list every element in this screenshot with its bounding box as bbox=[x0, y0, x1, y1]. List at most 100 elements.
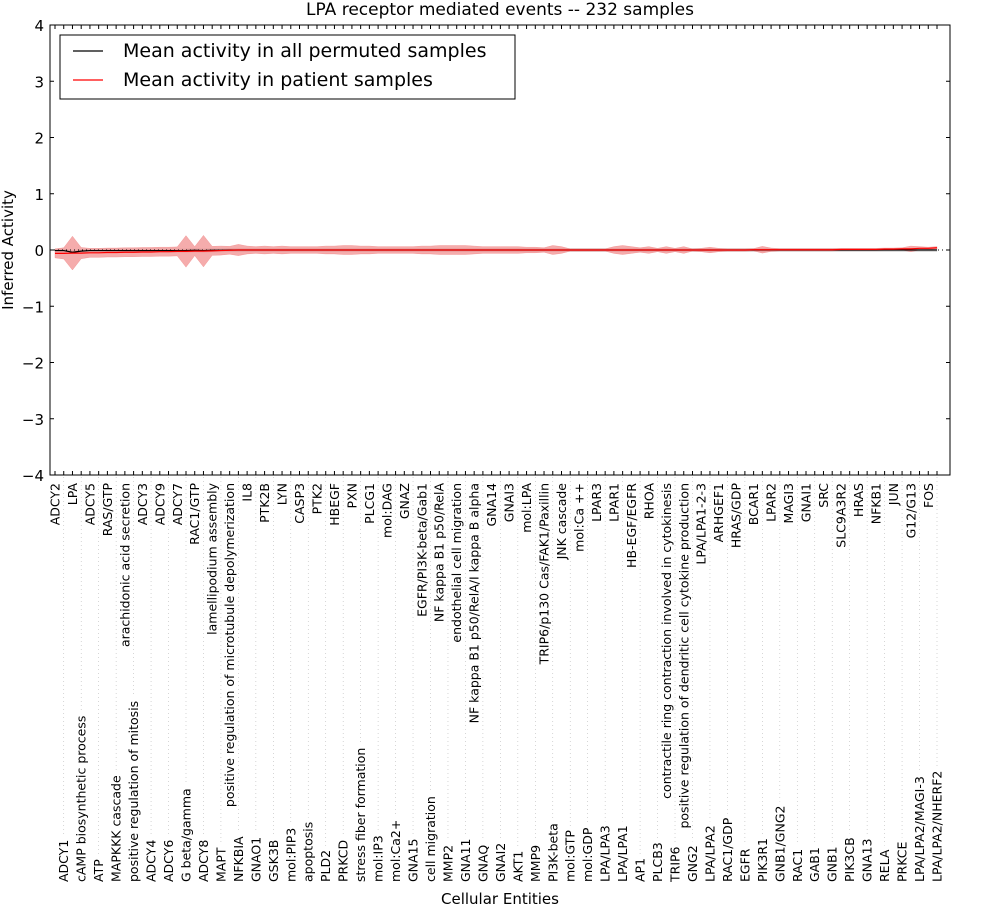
x-tick-label: apoptosis bbox=[301, 822, 316, 882]
x-tick-label: SLC9A3R2 bbox=[833, 483, 848, 548]
x-tick-label: GNB1 bbox=[825, 846, 840, 882]
x-tick-label: ADCY7 bbox=[170, 483, 185, 525]
x-tick-label: ADCY6 bbox=[161, 840, 176, 882]
x-tick-label: LPA/LPA1 bbox=[615, 825, 630, 882]
x-tick-label: RAC1 bbox=[790, 849, 805, 882]
legend-patient-label: Mean activity in patient samples bbox=[123, 69, 433, 91]
y-tick-label: 0 bbox=[34, 242, 44, 260]
x-tick-label: stress fiber formation bbox=[353, 748, 368, 882]
x-tick-label: TRIP6 bbox=[668, 846, 683, 883]
x-tick-label: G beta/gamma bbox=[178, 788, 193, 882]
x-tick-label: cell migration bbox=[423, 796, 438, 882]
x-tick-label: AKT1 bbox=[510, 851, 525, 882]
x-tick-label: ADCY9 bbox=[152, 483, 167, 525]
x-tick-label: PLCG1 bbox=[362, 483, 377, 524]
axes-frame bbox=[49, 24, 951, 476]
x-tick-label: HBEGF bbox=[327, 483, 342, 526]
x-tick-label: MMP2 bbox=[440, 845, 455, 882]
x-tick-label: positive regulation of dendritic cell cy… bbox=[676, 483, 691, 829]
x-tick-label: PIK3R1 bbox=[755, 838, 770, 882]
x-tick-label: mol:GDP bbox=[580, 827, 595, 882]
x-tick-label: ADCY8 bbox=[196, 840, 211, 882]
x-tick-label: positive regulation of microtubule depol… bbox=[222, 483, 237, 807]
x-tick-label: NF kappa B1 p50/RelA/I kappa B alpha bbox=[467, 483, 482, 723]
x-tick-label: mol:LPA bbox=[519, 483, 534, 533]
x-tick-label: SRC bbox=[816, 483, 831, 508]
y-tick-label: 3 bbox=[34, 73, 44, 91]
y-tick-label: 1 bbox=[34, 186, 44, 204]
plot-area: −4 −3 −2 −1 0 1 2 3 4 bbox=[22, 17, 950, 485]
x-tick-label: LPAR1 bbox=[606, 483, 621, 522]
x-tick-label: cAMP biosynthetic process bbox=[74, 716, 89, 882]
x-tick-label: arachidonic acid secretion bbox=[117, 483, 132, 647]
x-tick-label: positive regulation of mitosis bbox=[126, 701, 141, 882]
x-tick-label: PIK3CB bbox=[842, 837, 857, 882]
x-tick-label: mol:GTP bbox=[563, 830, 578, 882]
x-tick-label: mol:DAG bbox=[379, 483, 394, 538]
y-axis-label: Inferred Activity bbox=[0, 190, 17, 310]
x-tick-label: MAGI3 bbox=[781, 483, 796, 523]
x-tick-label: contractile ring contraction involved in… bbox=[659, 483, 674, 799]
legend-box bbox=[59, 34, 516, 100]
x-tick-label: GNA14 bbox=[484, 483, 499, 527]
y-tick-label: −4 bbox=[22, 467, 44, 485]
patient-mean-line bbox=[55, 247, 938, 254]
y-tick-label: 4 bbox=[34, 17, 44, 35]
x-tick-label: ADCY2 bbox=[48, 483, 63, 525]
x-tick-label: BCAR1 bbox=[746, 483, 761, 525]
x-tick-label: GNB1/GNG2 bbox=[772, 806, 787, 882]
x-tick-label: MMP9 bbox=[528, 845, 543, 882]
legend-permuted-label: Mean activity in all permuted samples bbox=[123, 40, 486, 62]
y-tick-label: −1 bbox=[22, 298, 44, 316]
x-tick-label: RAS/GTP bbox=[100, 483, 115, 537]
x-tick-label: GNAO1 bbox=[248, 837, 263, 882]
x-tick-label: LYN bbox=[275, 483, 290, 505]
x-tick-label: LPA/LPA2/NHERF2 bbox=[930, 771, 945, 882]
chart-title: LPA receptor mediated events -- 232 samp… bbox=[306, 0, 694, 20]
x-tick-label: NFKBIA bbox=[231, 836, 246, 882]
x-tick-label: LPA/LPA2/MAGI-3 bbox=[912, 776, 927, 882]
y-tick-label: −3 bbox=[22, 411, 44, 429]
x-tick-label: LPAR2 bbox=[764, 483, 779, 522]
x-tick-label: endothelial cell migration bbox=[449, 483, 464, 643]
x-tick-label: IL8 bbox=[240, 483, 255, 502]
x-tick-label: RELA bbox=[877, 849, 892, 882]
x-tick-label: GNA13 bbox=[860, 839, 875, 883]
x-tick-label: GNAI1 bbox=[799, 483, 814, 522]
x-tick-label: mol:Ca2+ bbox=[388, 820, 403, 882]
y-tick-label: 2 bbox=[34, 130, 44, 148]
x-axis-label: Cellular Entities bbox=[441, 890, 559, 908]
x-tick-label: G12/G13 bbox=[903, 483, 918, 538]
x-tick-label: GNAQ bbox=[475, 845, 490, 882]
x-tick-label: FOS bbox=[921, 483, 936, 508]
x-tick-label: HB-EGF/EGFR bbox=[624, 483, 639, 568]
x-tick-label: LPA bbox=[65, 483, 80, 506]
x-tick-label: AP1 bbox=[633, 858, 648, 882]
x-tick-label: PRKCE bbox=[895, 842, 910, 882]
x-tick-label: LPA/LPA2 bbox=[702, 825, 717, 882]
x-tick-label: GNA11 bbox=[458, 839, 473, 883]
x-tick-label: LPA/LPA1-2-3 bbox=[694, 483, 709, 565]
x-tick-label: TRIP6/p130 Cas/FAK1/Paxillin bbox=[537, 483, 552, 665]
patient-spread-band bbox=[54, 234, 938, 271]
x-tick-label: NFKB1 bbox=[868, 483, 883, 524]
x-tick-label: GNAZ bbox=[397, 483, 412, 519]
x-tick-label: PLCB3 bbox=[650, 842, 665, 882]
x-tick-label: MAPKKK cascade bbox=[109, 775, 124, 882]
y-tick-label: −2 bbox=[22, 355, 44, 373]
x-tick-label: RAC1/GTP bbox=[187, 483, 202, 545]
x-tick-label: JUN bbox=[886, 483, 901, 506]
x-tick-label: ADCY3 bbox=[135, 483, 150, 525]
x-tick-label: PTK2B bbox=[257, 483, 272, 523]
x-tick-label: GAB1 bbox=[807, 847, 822, 882]
x-tick-label: EGFR/PI3K-beta/Gab1 bbox=[414, 483, 429, 617]
x-tick-label: mol:Ca ++ bbox=[571, 483, 586, 552]
x-tick-label: GNAI2 bbox=[493, 843, 508, 882]
x-tick-label: MAPT bbox=[213, 847, 228, 882]
x-tick-label: CASP3 bbox=[292, 483, 307, 524]
x-tick-label: RAC1/GDP bbox=[720, 817, 735, 882]
x-tick-label: ADCY4 bbox=[144, 840, 159, 882]
x-tick-label: lamellipodium assembly bbox=[205, 482, 220, 634]
